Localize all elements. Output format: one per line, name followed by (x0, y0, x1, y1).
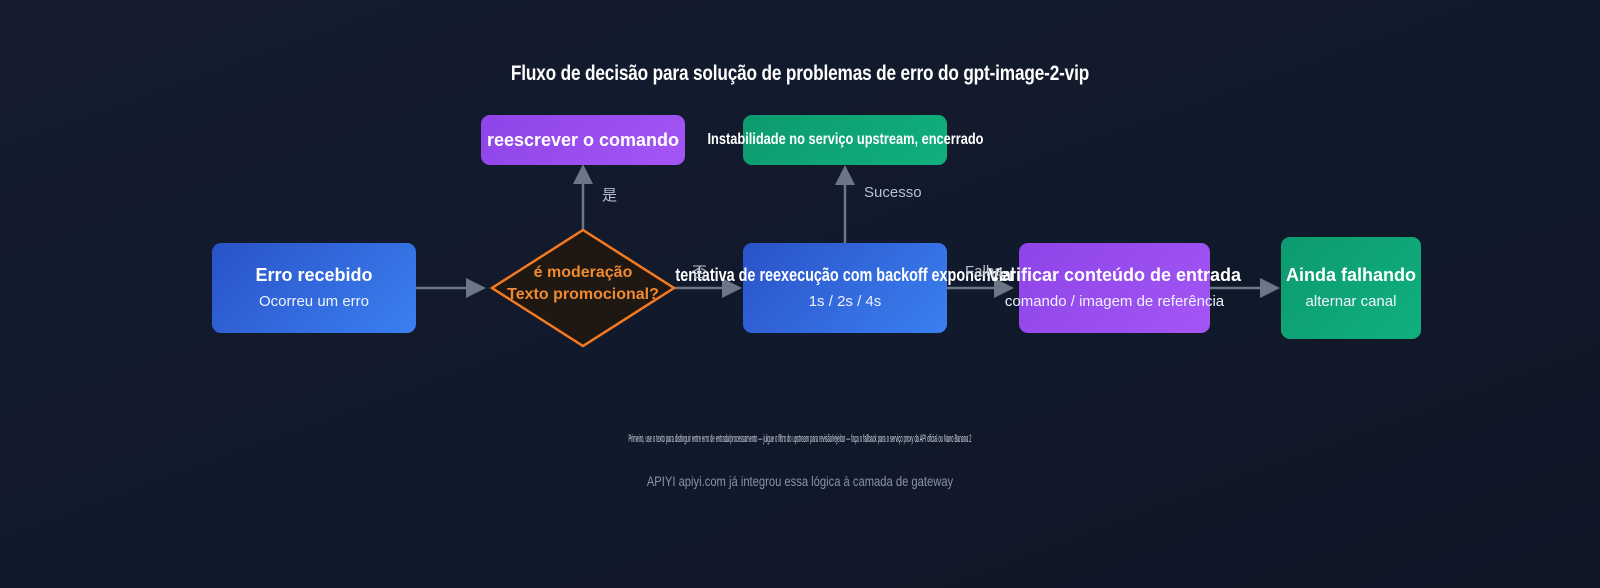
node-still-failing-subtitle: alternar canal (1305, 293, 1397, 310)
node-verify-input-title: Verificar conteúdo de entrada (987, 265, 1242, 285)
moderation-check-line2: Texto promocional? (507, 286, 659, 303)
node-error-received: Erro recebido Ocorreu um erro (212, 243, 416, 333)
credit-text: APIYI apiyi.com já integrou essa lógica … (646, 473, 954, 489)
node-verify-input-subtitle: comando / imagem de referência (1004, 293, 1225, 310)
node-retry-backoff-title: tentativa de reexecução com backoff expo… (675, 265, 1015, 285)
node-still-failing-title: Ainda falhando (1286, 265, 1416, 285)
node-rewrite-prompt: reescrever o comando (481, 115, 685, 165)
edge-label-no: 否 (692, 264, 708, 281)
edge-label-yes: 是 (602, 187, 618, 204)
node-rewrite-prompt-title: reescrever o comando (486, 130, 680, 150)
node-upstream-instability-title: Instabilidade no serviço upstream, encer… (707, 131, 983, 148)
node-error-received-title: Erro recebido (255, 265, 373, 285)
node-moderation-check: é moderação Texto promocional? (488, 262, 678, 306)
edge-retry-to-upstream (835, 165, 855, 243)
node-verify-input: Verificar conteúdo de entrada comando / … (988, 243, 1241, 333)
node-retry-backoff: tentativa de reexecução com backoff expo… (675, 243, 1015, 333)
edge-label-success: Sucesso (864, 184, 922, 201)
node-error-received-subtitle: Ocorreu um erro (258, 293, 370, 310)
footnote-text: Primeiro, use o texto para distinguir en… (628, 433, 972, 445)
diagram-title: Fluxo de decisão para solução de problem… (510, 62, 1090, 85)
edge-label-failure: Falha (965, 263, 1003, 280)
node-retry-backoff-subtitle: 1s / 2s / 4s (808, 293, 882, 310)
node-still-failing: Ainda falhando alternar canal (1281, 237, 1421, 339)
edge-error-to-decision (416, 278, 486, 298)
edge-decision-to-rewrite (573, 164, 593, 230)
moderation-check-line1: é moderação (533, 264, 633, 281)
node-upstream-instability: Instabilidade no serviço upstream, encer… (707, 115, 983, 165)
